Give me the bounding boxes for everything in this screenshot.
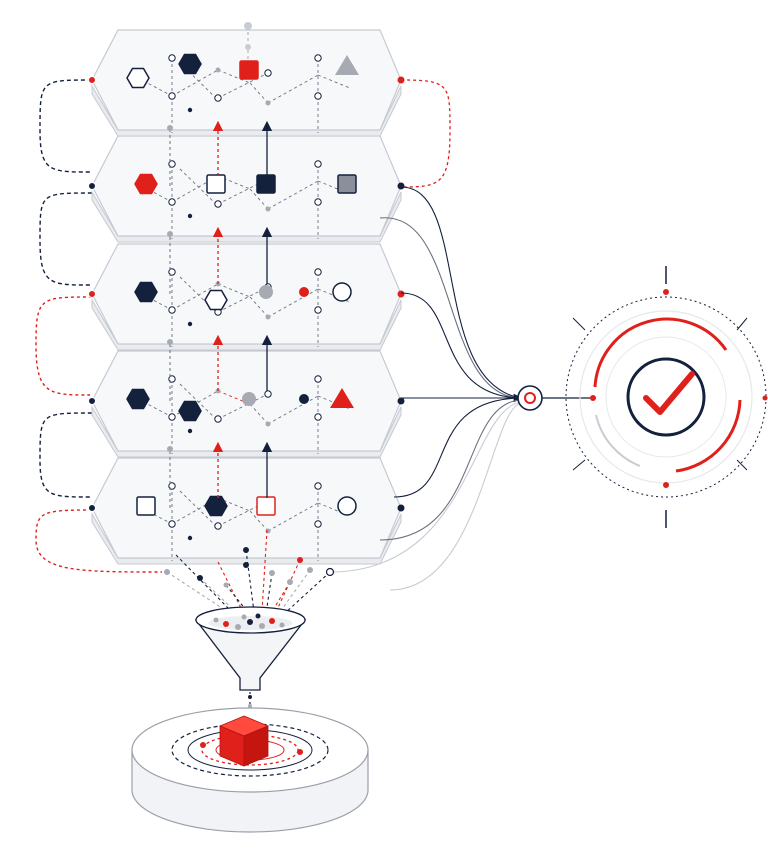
layer-5 [88, 457, 405, 565]
layer-node [187, 213, 193, 219]
layer-node [314, 482, 322, 490]
layer-1 [88, 29, 405, 137]
layer-2 [88, 135, 405, 243]
layer-link-dot [167, 446, 173, 452]
top-input-node [245, 44, 251, 50]
layer-node [168, 520, 176, 528]
layer-node [314, 375, 322, 383]
layer-wire [249, 403, 269, 425]
layer-wire [171, 69, 219, 97]
hexagon-outline-shape [204, 289, 228, 311]
layer-4 [88, 350, 405, 458]
hexagon-dark-shape [126, 388, 150, 410]
layer-node [168, 198, 176, 206]
right-feedback-loop [400, 79, 451, 188]
result-gauge [565, 266, 768, 528]
triangle-gray-shape [335, 55, 359, 75]
layer-1-left-port [88, 76, 96, 84]
layer-node [265, 100, 271, 106]
layer-2-right-port [397, 182, 405, 190]
layer-wire [249, 188, 269, 210]
hexagon-red-shape [134, 173, 158, 195]
layer-3-left-port [88, 290, 96, 298]
layer-node [214, 94, 222, 102]
layer-link-dot [167, 231, 173, 237]
layer-node [265, 206, 271, 212]
hexagon-dark-shape [178, 400, 202, 422]
layer-node [168, 306, 176, 314]
layer-wire [179, 168, 219, 207]
stacked-layers [88, 22, 405, 565]
layer-4-right-port [397, 397, 405, 405]
dot-dark-shape [299, 394, 309, 404]
hexagon-outline-shape [126, 67, 150, 89]
checkmark-icon [643, 371, 695, 415]
layer-wire [249, 82, 269, 104]
layer-node [214, 200, 222, 208]
layer-wire [249, 296, 269, 318]
layer-3 [88, 243, 405, 351]
layer-node [215, 67, 221, 73]
layer-node [265, 314, 271, 320]
layer-node [264, 69, 272, 77]
layer-to-target-connectors [329, 186, 523, 591]
left-feedback-loops [35, 79, 163, 573]
layer-3-right-port [397, 290, 405, 298]
layer-node [314, 160, 322, 168]
hexagon-dark-shape [204, 495, 228, 517]
layer-link-dot [167, 339, 173, 345]
layer-node [187, 321, 193, 327]
layer-node [214, 522, 222, 530]
layer-wire [179, 490, 219, 529]
top-input-node [244, 22, 252, 30]
layer-node [187, 107, 193, 113]
dot-red-shape [299, 287, 309, 297]
layer-node [168, 54, 176, 62]
funnel-icon [194, 606, 307, 712]
funnel-input-dots [164, 547, 335, 588]
layer-node [314, 54, 322, 62]
square-dark-shape [256, 174, 276, 194]
layer-wire [179, 383, 219, 422]
hexagon-dark-shape [178, 53, 202, 75]
dot-gray-shape [242, 392, 256, 406]
circle-outline-shape [337, 496, 357, 516]
square-outline-shape [206, 174, 226, 194]
layer-5-left-port [88, 504, 96, 512]
layer-5-right-port [397, 504, 405, 512]
triangle-red-shape [330, 388, 354, 408]
square-gray-shape [337, 174, 357, 194]
layer-node [314, 413, 322, 421]
target-icon [517, 385, 592, 411]
dot-gray-shape [259, 285, 273, 299]
square-red-shape [239, 60, 259, 80]
layer-2-left-port [88, 182, 96, 190]
layer-node [265, 421, 271, 427]
layer-node [314, 92, 322, 100]
layer-node [314, 520, 322, 528]
layer-1-right-port [397, 76, 405, 84]
layer-node [168, 92, 176, 100]
layer-node [214, 415, 222, 423]
cube-icon [218, 715, 270, 767]
layer-wire [171, 283, 219, 311]
layer-node [187, 535, 193, 541]
square-outline-shape [136, 496, 156, 516]
layer-node [187, 428, 193, 434]
layer-wire [249, 510, 269, 532]
layer-link-dot [167, 125, 173, 131]
layer-node [168, 413, 176, 421]
layer-4-left-port [88, 397, 96, 405]
layer-node [265, 528, 271, 534]
layer-node [264, 390, 272, 398]
circle-outline-shape [332, 282, 352, 302]
hexagon-dark-shape [134, 281, 158, 303]
layer-node [314, 268, 322, 276]
layer-node [314, 198, 322, 206]
square-red-outline-shape [256, 496, 276, 516]
layer-node [314, 306, 322, 314]
